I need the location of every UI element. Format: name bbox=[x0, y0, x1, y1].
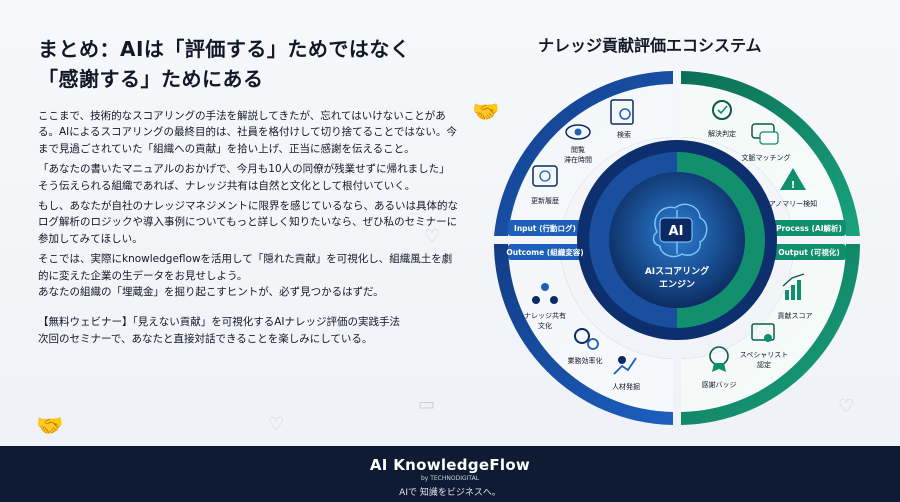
item-efficiency: 業務効率化 bbox=[568, 356, 603, 365]
item-culture-1: ナレッジ共有 bbox=[524, 311, 566, 320]
text-column: まとめ：AIは「評価する」ためではなく 「感謝する」ためにある ここまで、技術的… bbox=[38, 34, 458, 347]
presentation-icon: ▭ bbox=[418, 394, 436, 415]
people-icon bbox=[532, 283, 558, 304]
brand-byline: by TECHNODIGITAL bbox=[420, 475, 480, 482]
engine-label-2: エンジン bbox=[659, 279, 695, 290]
body-text: ここまで、技術的なスコアリングの手法を解説してきたが、忘れてはいけないことがある… bbox=[38, 108, 458, 300]
clock-icon bbox=[532, 165, 558, 187]
heart-icon: ♡ bbox=[838, 396, 855, 417]
gears-icon bbox=[574, 328, 599, 350]
paragraph-3: もし、あなたが自社のナレッジマネジメントに限界を感じているなら、あるいは具体的な… bbox=[38, 200, 458, 245]
item-score: 貢献スコア bbox=[778, 311, 813, 320]
chart-icon bbox=[782, 273, 805, 300]
quadrant-label-input: Input (行動ログ) bbox=[514, 223, 576, 233]
badge-icon bbox=[709, 346, 729, 372]
item-specialist-2: 認定 bbox=[757, 360, 771, 369]
brand-tagline: AIで 知識をビジネスへ。 bbox=[399, 488, 501, 498]
quadrant-label-outcome: Outcome (組織変容) bbox=[506, 247, 583, 257]
item-resolve: 解決判定 bbox=[708, 129, 736, 138]
handshake-icon: 🤝 bbox=[472, 100, 500, 125]
paragraph-5: あなたの組織の「埋蔵金」を掘り起こすヒントが、必ず見つかるはずだ。 bbox=[38, 286, 384, 299]
item-specialist-1: スペシャリスト bbox=[740, 351, 789, 359]
paragraph-2: 「あなたの書いたマニュアルのおかげで、今月も10人の同僚が残業せずに帰れました」… bbox=[38, 163, 450, 192]
paragraph-1: ここまで、技術的なスコアリングの手法を解説してきたが、忘れてはいけないことがある… bbox=[38, 110, 457, 155]
footer-bar: AI KnowledgeFlow by TECHNODIGITAL AIで 知識… bbox=[0, 446, 900, 502]
webinar-link[interactable]: 【無料ウェビナー】「見えない貢献」を可視化するAIナレッジ評価の実践手法 bbox=[38, 316, 401, 329]
cta-block: 【無料ウェビナー】「見えない貢献」を可視化するAIナレッジ評価の実践手法 次回の… bbox=[38, 314, 458, 347]
growth-icon bbox=[613, 356, 637, 375]
core-label: AI bbox=[669, 224, 684, 239]
search-icon bbox=[610, 99, 634, 125]
certificate-icon bbox=[751, 323, 775, 342]
item-anomaly: アノマリー検知 bbox=[769, 199, 817, 208]
handshake-icon: 🤝 bbox=[36, 414, 64, 439]
quadrant-label-output: Output (可視化) bbox=[778, 247, 840, 257]
heart-icon: ♡ bbox=[424, 226, 441, 247]
engine-label-1: AIスコアリング bbox=[645, 265, 709, 277]
heart-icon: ♡ bbox=[268, 414, 285, 435]
brand-name: AI KnowledgeFlow bbox=[369, 456, 531, 474]
warning-icon: ! bbox=[780, 168, 806, 191]
item-culture-2: 文化 bbox=[538, 321, 552, 330]
cta-note: 次回のセミナーで、あなたと直接対話できることを楽しみにしている。 bbox=[38, 332, 373, 345]
item-update: 更新履歴 bbox=[531, 196, 559, 205]
svg-text:!: ! bbox=[791, 180, 796, 191]
paragraph-4: そこでは、実際にknowledgeflowを活用して「隠れた貢献」を可視化し、組… bbox=[38, 253, 453, 282]
item-dwell-1: 閲覧 bbox=[571, 145, 585, 154]
title-line-1: まとめ：AIは「評価する」ためではなく bbox=[38, 37, 411, 61]
eye-icon bbox=[565, 124, 591, 140]
item-talent: 人材発掘 bbox=[612, 382, 640, 391]
item-search: 検索 bbox=[617, 130, 631, 139]
title-line-2: 「感謝する」ためにある bbox=[38, 67, 264, 91]
item-badge: 感謝バッジ bbox=[702, 380, 737, 389]
diagram-title: ナレッジ貢献評価エコシステム bbox=[538, 36, 762, 55]
gear-check-icon bbox=[712, 100, 732, 120]
item-match: 文脈マッチング bbox=[742, 153, 791, 162]
page-title: まとめ：AIは「評価する」ためではなく 「感謝する」ためにある bbox=[38, 34, 458, 94]
quadrant-label-process: Process (AI解析) bbox=[776, 223, 842, 233]
chat-icon bbox=[751, 123, 779, 145]
ecosystem-diagram: AI AIスコアリング エンジン Input (行動ログ) Process (A… bbox=[494, 71, 860, 425]
item-dwell-2: 滞在時間 bbox=[564, 155, 592, 164]
